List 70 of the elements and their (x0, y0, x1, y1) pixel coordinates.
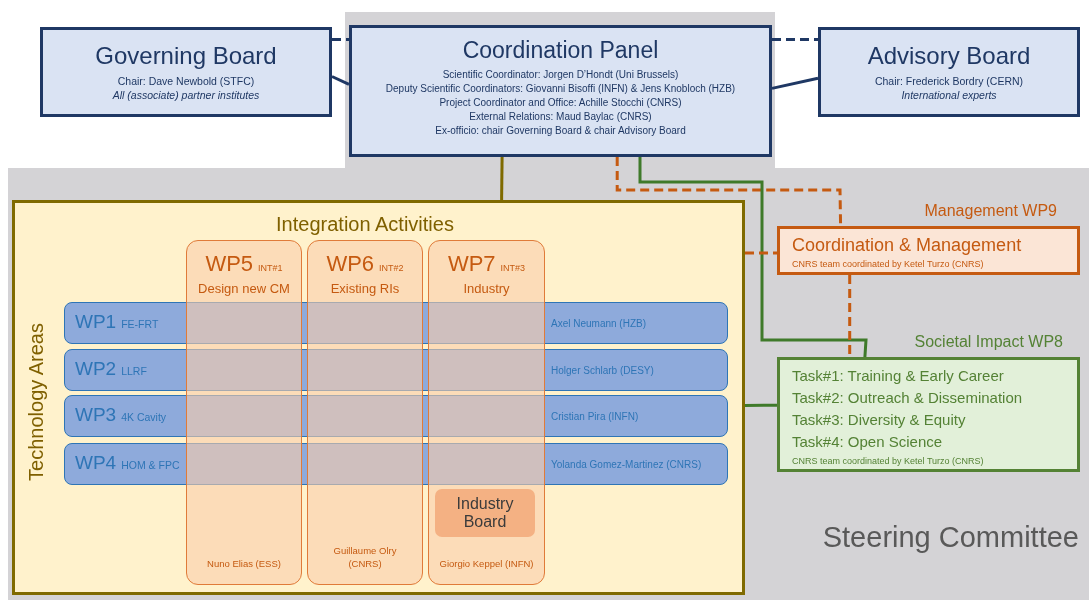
box-note: CNRS team coordinated by Ketel Turzo (CNRS) (792, 259, 985, 269)
connector-line (771, 76, 819, 90)
package-subtitle: Industry (462, 281, 511, 296)
package-number: WP4 (75, 452, 117, 474)
package-topic: 4K Cavity (121, 411, 167, 423)
package-topic: FE-FRT (121, 318, 159, 330)
group-heading: Management WP9 (924, 202, 1057, 220)
panel-role: Deputy Scientific Coordinators: Giovanni Bisoffi (INFN) & Jens Knobloch (HZB) (384, 82, 737, 96)
committee-title: Steering Committee (822, 521, 1079, 554)
board-chair: Chair: Dave Newbold (STFC) (116, 74, 256, 88)
connector-line (745, 403, 777, 407)
package-number: WP2 (75, 358, 117, 380)
package-topic: HOM & FPC (121, 459, 180, 471)
package-topic: LLRF (121, 365, 147, 377)
panel-title: Coordination Panel (461, 37, 660, 64)
area-heading: Technology Areas (25, 323, 48, 481)
work-package-band (64, 349, 728, 391)
package-number: WP1 (75, 311, 117, 333)
package-code: INT#1 (258, 263, 283, 273)
area-heading: Integration Activities (275, 213, 455, 236)
connector-line (745, 251, 777, 255)
task-item: Task#1: Training & Early Career (792, 366, 1005, 386)
package-code: INT#3 (500, 263, 526, 273)
panel-role: Project Coordinator and Office: Achille Stocchi (CNRS) (438, 96, 683, 110)
panel-role: Ex-officio: chair Governing Board & chair Advisory Board (434, 124, 687, 138)
connector-line (331, 75, 350, 86)
group-heading: Societal Impact WP8 (914, 333, 1063, 351)
board-title: Advisory Board (866, 42, 1032, 70)
work-package-column (307, 240, 423, 585)
panel-box (349, 25, 772, 157)
board-note: International experts (900, 88, 998, 102)
package-leader: Cristian Pira (INFN) (551, 411, 639, 422)
connector-line (848, 275, 852, 357)
work-package-band (64, 395, 728, 437)
package-leader: Guillaume Olry (CNRS) (332, 544, 398, 570)
connector-line (500, 157, 504, 200)
package-number: WP6 (326, 251, 375, 276)
package-number: WP5 (205, 251, 254, 276)
board-name: Industry Board (455, 495, 515, 531)
package-leader: Axel Neumann (HZB) (551, 318, 647, 329)
package-leader: Giorgio Keppel (INFN) (439, 557, 534, 570)
connector-line (638, 157, 868, 358)
package-subtitle: Design new CM (197, 281, 291, 296)
package-number: WP3 (75, 404, 117, 426)
task-item: Task#3: Diversity & Equity (792, 410, 967, 430)
board-note: All (associate) partner institutes (111, 88, 261, 102)
committee-panel (8, 168, 1089, 600)
connector-line (772, 38, 818, 42)
panel-role: External Relations: Maud Baylac (CNRS) (468, 110, 653, 124)
connector-line (332, 38, 349, 42)
package-leader: Nuno Elias (ESS) (206, 557, 282, 570)
package-leader: Holger Schlarb (DESY) (551, 365, 654, 376)
task-item: Task#2: Outreach & Dissemination (792, 388, 1024, 408)
work-package-band (64, 443, 728, 485)
package-subtitle: Existing RIs (329, 281, 401, 296)
work-package-band (64, 302, 728, 344)
box-note: CNRS team coordinated by Ketel Turzo (CNRS) (792, 456, 985, 466)
panel-role: Scientific Coordinator: Jorgen D’Hondt (Uni Brussels) (441, 68, 680, 82)
board-title: Governing Board (94, 42, 278, 70)
board-box (40, 27, 332, 117)
industry-board-box (435, 489, 535, 537)
board-chair: Chair: Frederick Bordry (CERN) (873, 74, 1025, 88)
package-code: INT#2 (379, 263, 404, 273)
package-leader: Yolanda Gomez-Martinez (CNRS) (551, 459, 702, 470)
work-package-column (186, 240, 302, 585)
box-title: Coordination & Management (792, 235, 1023, 256)
area-box (12, 200, 745, 595)
package-number: WP7 (447, 251, 496, 276)
board-box (818, 27, 1080, 117)
task-item: Task#4: Open Science (792, 432, 944, 452)
